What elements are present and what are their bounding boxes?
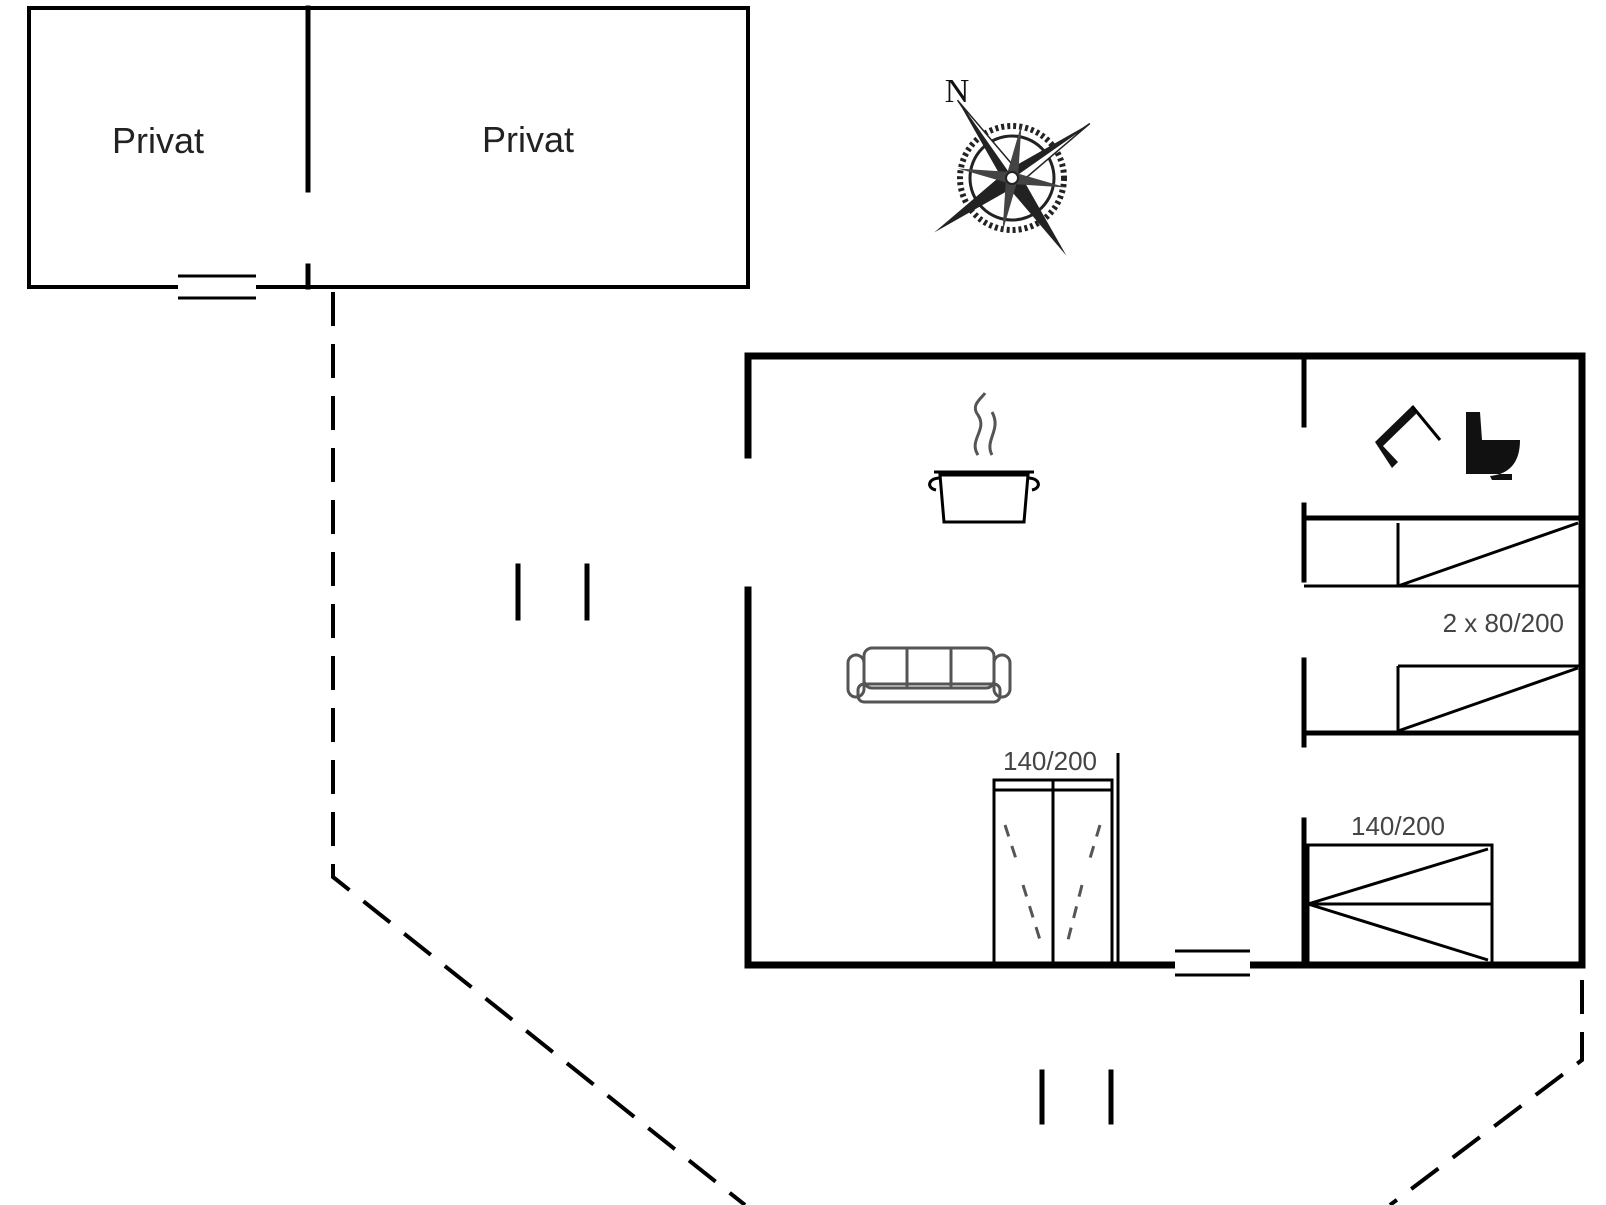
main-house <box>744 352 1586 977</box>
bed-double-bedroom <box>1306 843 1494 965</box>
bed-single-lower <box>1396 664 1582 733</box>
bed-label-double-bedroom: 140/200 <box>1351 811 1445 841</box>
bed-label-twin: 2 x 80/200 <box>1443 608 1564 638</box>
terrace-marker-upper <box>515 563 590 621</box>
bed-double-living <box>992 753 1120 967</box>
sofa-icon <box>846 646 1012 704</box>
cooking-pot-icon <box>928 392 1040 524</box>
compass-icon <box>934 99 1091 256</box>
annex-building <box>27 5 750 300</box>
bed-single-upper <box>1304 521 1582 588</box>
compass-north-label: N <box>945 73 970 110</box>
bed-label-double-living: 140/200 <box>1003 746 1097 776</box>
room-label-private-right: Privat <box>482 119 574 160</box>
room-label-private-left: Privat <box>112 120 204 161</box>
main-door <box>1175 951 1250 975</box>
terrace-outline <box>331 292 1584 1205</box>
toilet-icon <box>1375 405 1520 480</box>
annex-door <box>178 276 256 298</box>
terrace-marker-lower <box>1039 1069 1114 1125</box>
